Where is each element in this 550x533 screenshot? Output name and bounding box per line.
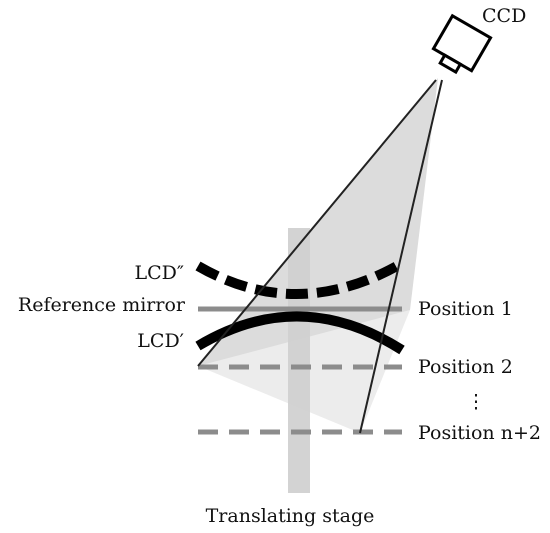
position-2-label: Position 2 <box>418 356 513 378</box>
ellipsis-label: ⋮ <box>467 391 486 413</box>
position-1-label: Position 1 <box>418 298 513 320</box>
ray-right <box>359 79 443 434</box>
lcd-prime-label: LCD′ <box>137 330 184 352</box>
lcd-double-prime-label: LCD″ <box>135 262 185 284</box>
translating-stage-label: Translating stage <box>206 505 375 527</box>
ray-left <box>197 79 437 367</box>
ccd-label: CCD <box>482 5 526 27</box>
translating-stage-bar <box>288 228 310 493</box>
lcd-prime-curve <box>195 311 405 355</box>
reference-mirror-label: Reference mirror <box>18 294 186 316</box>
position-n2-label: Position n+2 <box>418 422 541 444</box>
ccd-camera-icon <box>431 13 493 75</box>
lcd-double-prime-curve <box>195 261 400 299</box>
